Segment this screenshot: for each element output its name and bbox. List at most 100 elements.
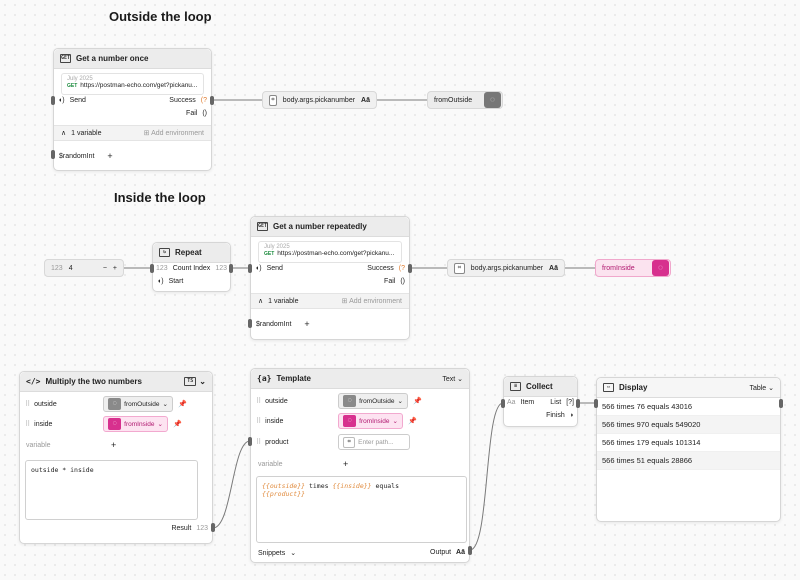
number-input-node[interactable]: 123 4 − + <box>44 259 124 277</box>
drag-handle-icon[interactable]: ⠿ <box>25 421 30 428</box>
chevron-up-icon[interactable]: ∧ <box>61 130 67 137</box>
drag-handle-icon[interactable]: ⠿ <box>256 439 261 446</box>
drag-handle-icon[interactable]: ⠿ <box>256 418 261 425</box>
chevron-down-icon[interactable]: ⌄ <box>199 377 206 386</box>
variable-port[interactable] <box>248 319 252 328</box>
success-port[interactable] <box>210 96 214 105</box>
list-port[interactable] <box>576 399 580 408</box>
get-number-repeatedly-node[interactable]: GET Get a number repeatedly July 2025 GE… <box>250 216 410 340</box>
item-port[interactable] <box>501 399 505 408</box>
path-node-outside[interactable]: ⌗ body.args.pickanumber Aā <box>262 91 377 109</box>
input-row-product[interactable]: ⠿ product ⌗Enter path... <box>256 434 411 450</box>
send-port[interactable] <box>248 264 252 273</box>
node-header[interactable]: GET Get a number once <box>54 49 211 69</box>
table-row: 566 times 970 equals 549020 <box>597 416 780 434</box>
variables-bar[interactable]: ∧ 1 variable ⊞ Add environment <box>54 125 211 141</box>
fail-output[interactable]: Fail() <box>384 278 405 285</box>
language-badge[interactable]: TS <box>184 377 197 386</box>
input-row-inside[interactable]: ⠿ inside ◌fromInside⌄ 📌 <box>256 413 417 429</box>
result-port[interactable] <box>211 523 215 532</box>
variable-icon[interactable]: ◌ <box>484 92 501 108</box>
template-node[interactable]: {a} Template Text ⌄ ⠿ outside ◌fromOutsi… <box>250 368 470 563</box>
display-node[interactable]: ▭ Display Table ⌄ 566 times 76 equals 43… <box>596 377 781 522</box>
start-input[interactable]: ◖)Start <box>157 278 183 285</box>
pin-icon[interactable]: 📌 <box>178 401 187 408</box>
finish-output[interactable]: Finish◗ <box>546 412 574 419</box>
display-input-port[interactable] <box>594 399 598 408</box>
list-output[interactable]: List[?] <box>550 399 574 406</box>
drag-handle-icon[interactable]: ⠿ <box>25 401 30 408</box>
node-header[interactable]: ↻ Repeat <box>153 243 230 263</box>
add-variable-button[interactable]: + <box>304 319 310 329</box>
pin-icon[interactable]: 📌 <box>413 398 422 405</box>
text-type-icon: Aā <box>456 549 465 556</box>
chevron-up-icon[interactable]: ∧ <box>258 298 264 305</box>
output-type-select[interactable]: Text ⌄ <box>442 375 463 383</box>
product-port[interactable] <box>248 437 252 446</box>
input-value-chip[interactable]: ◌fromOutside⌄ <box>103 396 173 412</box>
template-editor[interactable]: {{outside}} times {{inside}} equals {{pr… <box>256 476 467 543</box>
pin-icon[interactable]: 📌 <box>172 421 182 428</box>
node-header[interactable]: </> Multiply the two numbers TS ⌄ <box>20 372 212 392</box>
decrement-button[interactable]: − <box>102 264 107 272</box>
fail-output[interactable]: Fail() <box>186 110 207 117</box>
node-header[interactable]: ≡ Collect <box>504 377 577 397</box>
index-port[interactable] <box>229 264 233 273</box>
text-type-icon: Aā <box>549 264 558 272</box>
success-port[interactable] <box>408 264 412 273</box>
finish-icon: ◗ <box>569 412 574 419</box>
variable-icon[interactable]: ◌ <box>652 260 669 276</box>
snippets-dropdown[interactable]: Snippets⌄ <box>258 549 296 558</box>
request-date: July 2025 <box>264 244 290 250</box>
variable-port[interactable] <box>51 150 55 159</box>
path-node-inside[interactable]: ⌗ body.args.pickanumber Aā <box>447 259 565 277</box>
count-port[interactable] <box>150 264 154 273</box>
path-input[interactable]: ⌗Enter path... <box>338 434 411 450</box>
variables-bar[interactable]: ∧ 1 variable ⊞ Add environment <box>251 293 409 309</box>
send-input[interactable]: ◖)Send <box>255 265 283 272</box>
from-outside-node[interactable]: fromOutside ◌ <box>427 91 503 109</box>
success-output[interactable]: Success(? <box>367 265 405 272</box>
node-header[interactable]: {a} Template Text ⌄ <box>251 369 469 389</box>
increment-button[interactable]: + <box>112 264 117 272</box>
add-input-button[interactable]: + <box>343 459 349 469</box>
input-row-outside[interactable]: ⠿ outside ◌fromOutside⌄ 📌 <box>25 396 187 412</box>
input-value-chip[interactable]: ◌fromInside⌄ <box>103 416 168 432</box>
pin-icon[interactable]: 📌 <box>407 418 417 425</box>
input-row-outside[interactable]: ⠿ outside ◌fromOutside⌄ 📌 <box>256 393 422 409</box>
from-inside-node[interactable]: fromInside ◌ <box>595 259 671 277</box>
code-editor[interactable]: outside * inside <box>25 460 198 520</box>
variable-name-input[interactable]: variable <box>26 441 51 449</box>
node-header[interactable]: GET Get a number repeatedly <box>251 217 409 237</box>
display-output-port[interactable] <box>779 399 783 408</box>
multiply-node[interactable]: </> Multiply the two numbers TS ⌄ ⠿ outs… <box>19 371 213 544</box>
view-select[interactable]: Table ⌄ <box>749 384 774 392</box>
send-input[interactable]: ◖)Send <box>58 97 86 104</box>
number-value[interactable]: 4 <box>68 264 73 272</box>
send-port[interactable] <box>51 96 55 105</box>
drag-handle-icon[interactable]: ⠿ <box>256 398 261 405</box>
add-variable-button[interactable]: + <box>107 151 113 161</box>
success-output[interactable]: Success(? <box>169 97 207 104</box>
input-value-chip[interactable]: ◌fromInside⌄ <box>338 413 403 429</box>
table-row: 566 times 51 equals 28866 <box>597 452 780 470</box>
input-row-inside[interactable]: ⠿ inside ◌fromInside⌄ 📌 <box>25 416 182 432</box>
add-environment-button[interactable]: ⊞ Add environment <box>143 130 204 137</box>
output-port[interactable] <box>468 546 472 555</box>
node-header[interactable]: ▭ Display Table ⌄ <box>597 378 780 398</box>
input-value-chip[interactable]: ◌fromOutside⌄ <box>338 393 408 409</box>
code-text: outside * inside <box>31 466 94 474</box>
add-environment-button[interactable]: ⊞ Add environment <box>341 298 402 305</box>
variable-name-input[interactable]: variable <box>258 460 283 468</box>
add-input-button[interactable]: + <box>111 440 117 450</box>
